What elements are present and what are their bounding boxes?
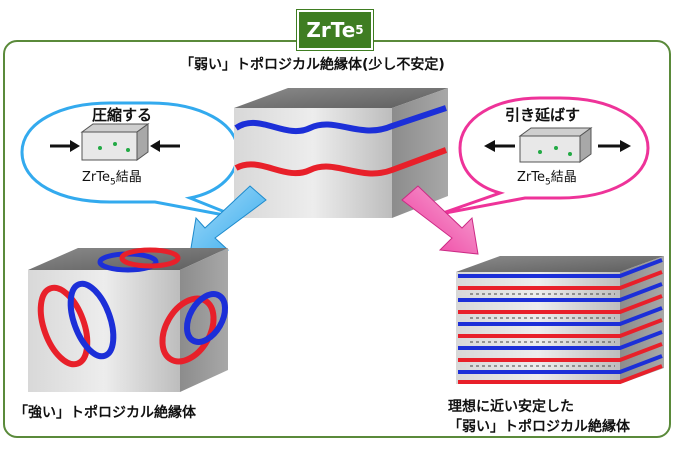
right-stretch-arrows: [484, 140, 631, 152]
strong-ti-cube: [28, 247, 228, 392]
left-compress-arrows: [50, 140, 180, 152]
weak-ti-stack: [456, 256, 664, 384]
left-caption: 「強い」トポロジカル絶縁体: [14, 405, 196, 421]
title-main: ZrTe: [306, 18, 356, 42]
left-bubble-crystal-label: ZrTe5結晶: [82, 166, 142, 188]
left-crystal-formula: ZrTe: [82, 170, 110, 185]
left-crystal-suffix: 結晶: [115, 170, 142, 185]
top-caption: 「弱い」トポロジカル絶縁体(少し不安定): [180, 57, 445, 73]
left-crystal-icon: [80, 123, 150, 161]
right-bubble-crystal-label: ZrTe5結晶: [517, 166, 577, 188]
left-crystal-sub: 5: [109, 177, 116, 188]
right-crystal-sub: 5: [544, 177, 551, 188]
left-bubble-action: 圧縮する: [92, 106, 153, 124]
title-sub: 5: [355, 23, 364, 37]
center-cube: [234, 88, 448, 218]
right-caption-line1: 理想に近い安定した: [448, 399, 574, 415]
right-bubble-action: 引き延ばす: [505, 106, 581, 124]
arrow-to-weak-stable: [401, 185, 479, 255]
right-crystal-icon: [518, 127, 593, 163]
right-caption-line2: 「弱い」トポロジカル絶縁体: [448, 419, 630, 435]
right-crystal-suffix: 結晶: [550, 170, 577, 185]
right-crystal-formula: ZrTe: [517, 170, 545, 185]
